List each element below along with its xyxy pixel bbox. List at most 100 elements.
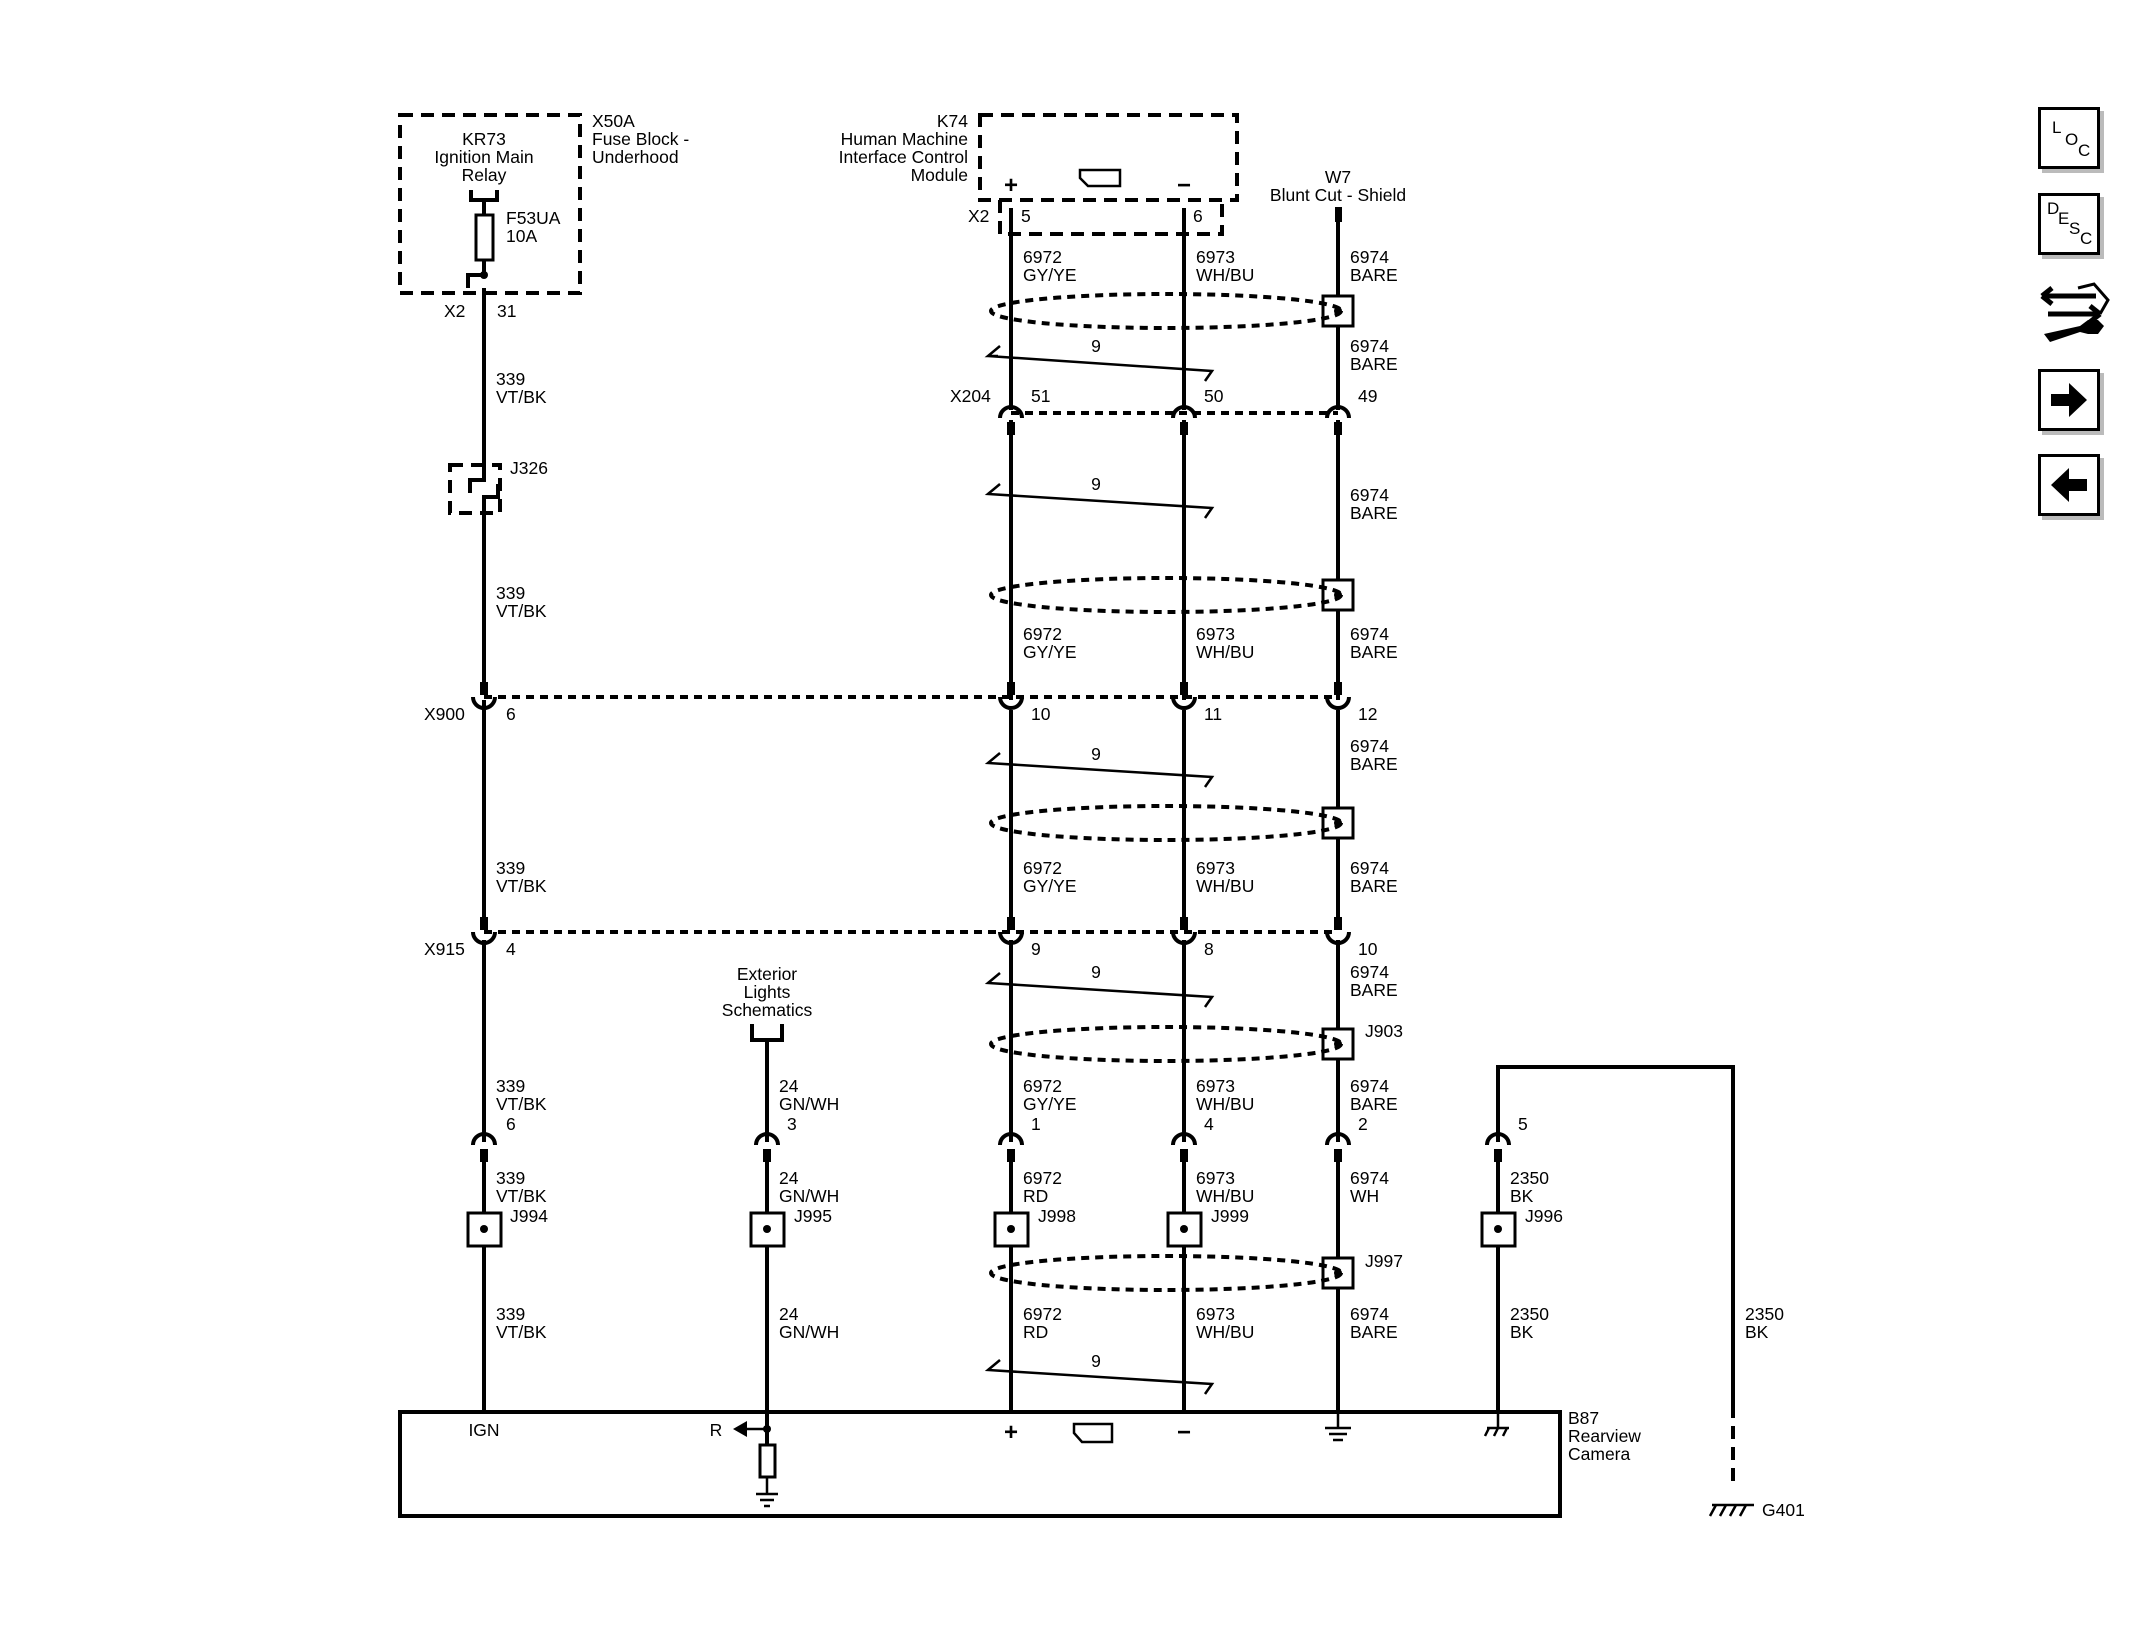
x50a-name-line2: Underhood — [592, 147, 679, 167]
shield-splice-1 — [1321, 294, 1355, 328]
wire-6974-label-6: 6974 — [1350, 858, 1389, 878]
shield-splice-2 — [1321, 578, 1355, 612]
w7-blunt-cut-end — [1335, 207, 1342, 222]
desc-button[interactable]: D E S C — [2038, 193, 2100, 255]
j903-label: J903 — [1365, 1021, 1403, 1041]
x900-pin-12: 12 — [1358, 704, 1377, 724]
desc-letter-s: S — [2069, 219, 2081, 238]
x900-pin-6: 6 — [506, 704, 516, 724]
kr73-name-line1: Ignition Main — [434, 147, 533, 167]
wire-6972-label-5: 6972 — [1023, 1168, 1062, 1188]
connector-repair-button[interactable] — [2038, 280, 2110, 342]
wire-24-label-2: 24 — [779, 1168, 799, 1188]
x2-connector-label-k74: X2 — [968, 206, 989, 226]
x900-label: X900 — [424, 704, 465, 724]
wire-6973-label-6: 6973 — [1196, 1304, 1235, 1324]
j995-label: J995 — [794, 1206, 832, 1226]
k74-name-line1: Human Machine — [841, 129, 968, 149]
wire-339-label-4: 339 — [496, 1076, 525, 1096]
fuse-f53ua-icon — [474, 213, 495, 262]
shield-ellipse-4 — [989, 1025, 1343, 1063]
x900-pin-10: 10 — [1031, 704, 1051, 724]
wire-6974-color-7: BARE — [1350, 980, 1398, 1000]
wire-6974-label-5: 6974 — [1350, 736, 1389, 756]
b87-pin-6: 6 — [506, 1114, 516, 1134]
arrow-left-icon — [2051, 468, 2087, 502]
wire-6974-color-3: BARE — [1350, 503, 1398, 523]
kr73-name-line2: Relay — [462, 165, 507, 185]
previous-page-button[interactable] — [2038, 454, 2100, 516]
twisted-pair-mark-5 — [984, 1359, 1215, 1395]
wire-339-label-6: 339 — [496, 1304, 525, 1324]
loc-letter-c: C — [2078, 141, 2091, 160]
twisted-pair-mark-3 — [984, 752, 1215, 788]
wire-6973-color-3: WH/BU — [1196, 876, 1254, 896]
wire-6974-color-10: BARE — [1350, 1322, 1398, 1342]
wire-6973-label-3: 6973 — [1196, 858, 1235, 878]
r-pulldown-resistor-icon — [758, 1443, 777, 1479]
shield-ellipse-1 — [989, 292, 1343, 330]
wire-339-color-1: VT/BK — [496, 387, 547, 407]
shield-ellipse-5 — [989, 1254, 1343, 1292]
wire-339-color-2: VT/BK — [496, 601, 547, 621]
wire-6972-label-2: 6972 — [1023, 624, 1062, 644]
wire-6974-color-9: WH — [1350, 1186, 1379, 1206]
exterior-lights-reference-icon — [750, 1024, 784, 1042]
b87-r-pin-label: R — [710, 1420, 723, 1440]
desc-letter-e: E — [2058, 209, 2070, 228]
wire-6972-label-4: 6972 — [1023, 1076, 1062, 1096]
wire-6974-label-4: 6974 — [1350, 624, 1389, 644]
wire-6973-label-2: 6973 — [1196, 624, 1235, 644]
wire-6974-label-7: 6974 — [1350, 962, 1389, 982]
j903-splice — [1321, 1027, 1355, 1061]
x900-connector — [471, 682, 1351, 710]
x915-pin-10: 10 — [1358, 939, 1378, 959]
wire-24-color-3: GN/WH — [779, 1322, 839, 1342]
b87-label: B87 — [1568, 1408, 1599, 1428]
r-ground-icon — [756, 1492, 778, 1508]
j997-splice — [1321, 1256, 1355, 1290]
wire-6974-label-10: 6974 — [1350, 1304, 1389, 1324]
wire-6972-color-4: GY/YE — [1023, 1094, 1077, 1114]
wire-2350-color-2: BK — [1510, 1322, 1534, 1342]
loc-button[interactable]: L O C — [2038, 107, 2100, 169]
twisted-pair-mark-4 — [984, 972, 1215, 1008]
wire-6974-label-9: 6974 — [1350, 1168, 1389, 1188]
wire-6973-color-1: WH/BU — [1196, 265, 1254, 285]
wire-339-label-2: 339 — [496, 583, 525, 603]
wire-6972-label-3: 6972 — [1023, 858, 1062, 878]
x2-pin-31: 31 — [497, 301, 516, 321]
exterior-lights-line1: Exterior — [737, 964, 797, 984]
j326-contact-icon — [468, 468, 500, 510]
x204-pin-50: 50 — [1204, 386, 1224, 406]
wire-6974-label-1: 6974 — [1350, 247, 1389, 267]
b87-pin-4: 4 — [1204, 1114, 1214, 1134]
kr73-label: KR73 — [462, 129, 506, 149]
exterior-lights-line2: Lights — [744, 982, 791, 1002]
k74-name-line2: Interface Control — [839, 147, 968, 167]
relay-contact-icon — [469, 190, 499, 215]
x50a-name-line1: Fuse Block - — [592, 129, 689, 149]
wire-6974-color-5: BARE — [1350, 754, 1398, 774]
wire-6974-label-2: 6974 — [1350, 336, 1389, 356]
shield-ground-icon — [1325, 1412, 1351, 1442]
k74-name-line3: Module — [911, 165, 968, 185]
wire-24-color-2: GN/WH — [779, 1186, 839, 1206]
wire-339-color-3: VT/BK — [496, 876, 547, 896]
x900-pin-11: 11 — [1204, 704, 1222, 724]
arrow-right-icon — [2051, 383, 2087, 417]
next-page-button[interactable] — [2038, 369, 2100, 431]
x915-pin-9: 9 — [1031, 939, 1041, 959]
b87-name-line1: Rearview — [1568, 1426, 1641, 1446]
k74-plus-pin: + — [1004, 172, 1018, 199]
b87-name-line2: Camera — [1568, 1444, 1631, 1464]
k74-minus-pin: − — [1177, 172, 1191, 199]
desc-letter-d: D — [2047, 199, 2060, 218]
b87-pin-5: 5 — [1518, 1114, 1528, 1134]
b87-pin-2: 2 — [1358, 1114, 1368, 1134]
b87-plus-pin-label: + — [1004, 1419, 1018, 1446]
twist-count-1: 9 — [1091, 336, 1101, 356]
k74-label: K74 — [937, 111, 968, 131]
wire-339-color-6: VT/BK — [496, 1322, 547, 1342]
